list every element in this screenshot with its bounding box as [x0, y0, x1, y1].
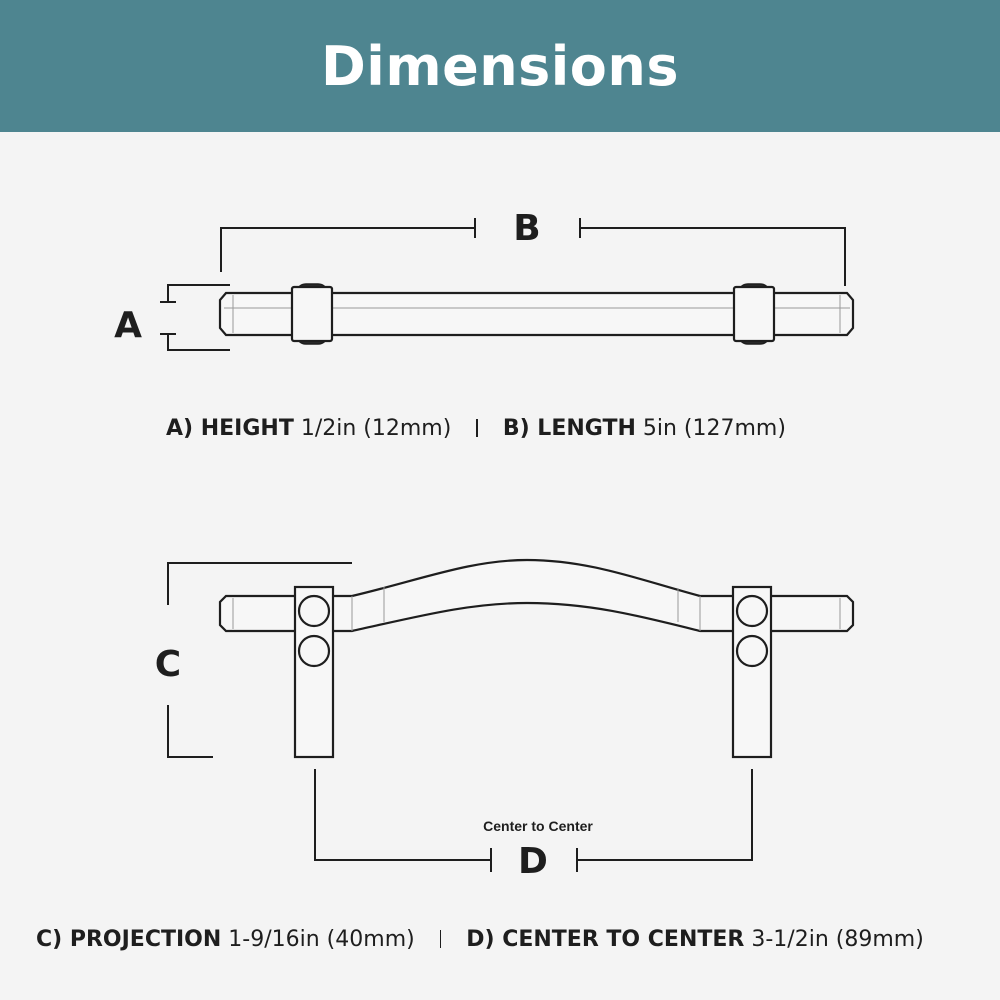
pull-arch [218, 558, 855, 633]
projection-dimension-top [167, 562, 352, 605]
center-dimension-left [314, 769, 491, 861]
page-title: Dimensions [320, 34, 679, 98]
height-label: A [114, 305, 142, 346]
header-banner: Dimensions [0, 0, 1000, 132]
height-spec-key: A) HEIGHT [166, 416, 294, 441]
projection-dimension-bottom [167, 705, 213, 758]
length-dimension-right [580, 227, 846, 286]
screw-left-upper [297, 594, 331, 628]
height-dimension-top [167, 284, 230, 302]
top-view: B A [114, 208, 855, 351]
center-spec-key: D) CENTER TO CENTER [466, 927, 745, 952]
length-spec-key: B) LENGTH [502, 416, 636, 441]
center-dimension-right [577, 769, 753, 861]
spec-row-height-length: A) HEIGHT 1/2in (12mm) B) LENGTH 5in (12… [166, 416, 786, 441]
spec-row-projection-center: C) PROJECTION 1-9/16in (40mm) D) CENTER … [36, 927, 924, 952]
bar-rod [218, 291, 855, 337]
length-dimension-left [220, 227, 476, 272]
center-label: D [518, 841, 548, 882]
projection-spec-key: C) PROJECTION [36, 927, 222, 952]
spec-separator [439, 930, 442, 948]
projection-spec-value: 1-9/16in (40mm) [228, 927, 415, 952]
side-view: C D Center to Center [155, 558, 855, 882]
screw-left-lower [297, 634, 331, 668]
post-right-top [732, 285, 776, 343]
center-note: Center to Center [483, 818, 593, 834]
screw-right-lower [735, 634, 769, 668]
screw-right-upper [735, 594, 769, 628]
projection-label: C [155, 644, 181, 685]
length-label: B [513, 208, 540, 249]
height-dimension-bottom [167, 334, 230, 351]
length-spec-value: 5in (127mm) [642, 416, 786, 441]
spec-separator [476, 419, 478, 437]
center-spec-value: 3-1/2in (89mm) [751, 927, 924, 952]
post-left-top [290, 285, 334, 343]
height-spec-value: 1/2in (12mm) [300, 416, 452, 441]
